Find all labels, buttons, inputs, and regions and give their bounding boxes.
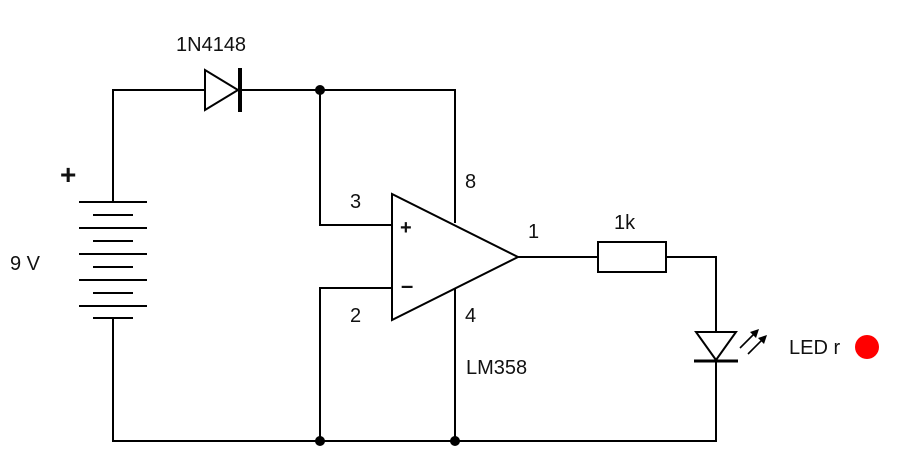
junction-dot	[315, 436, 325, 446]
pin-label-vcc: 8	[465, 171, 476, 193]
wire-battery-to-ground	[112, 317, 717, 442]
junction-dot	[315, 85, 325, 95]
red-marker-dot	[855, 335, 879, 359]
resistor-symbol	[597, 241, 667, 273]
wire-battery-to-diode	[112, 89, 206, 203]
junction-dot	[450, 436, 460, 446]
pin-label-noninv: 3	[350, 191, 361, 213]
battery-label: 9 V	[10, 253, 41, 275]
diode-label: 1N4148	[176, 34, 246, 56]
diode-symbol	[204, 68, 242, 112]
battery-symbol	[79, 201, 147, 319]
wire-pin2-to-ground	[319, 287, 393, 442]
pin-label-gnd: 4	[465, 305, 476, 327]
pin-label-out: 1	[528, 221, 539, 243]
junctions	[315, 85, 460, 446]
battery-plus-sign: +	[60, 159, 76, 190]
wire-resistor-to-led	[665, 256, 717, 333]
led-symbol	[694, 331, 738, 363]
opamp-label: LM358	[466, 357, 527, 379]
resistor-label: 1k	[614, 212, 636, 234]
opamp-minus-sign: –	[401, 273, 413, 298]
opamp-plus-sign: +	[400, 217, 412, 239]
wires	[112, 89, 717, 442]
opamp-symbol	[391, 192, 521, 322]
led-emission-arrows-icon	[739, 329, 767, 355]
wire-pin3-feed	[319, 89, 393, 226]
pin-label-inv: 2	[350, 305, 361, 327]
led-label: LED r	[789, 337, 840, 359]
